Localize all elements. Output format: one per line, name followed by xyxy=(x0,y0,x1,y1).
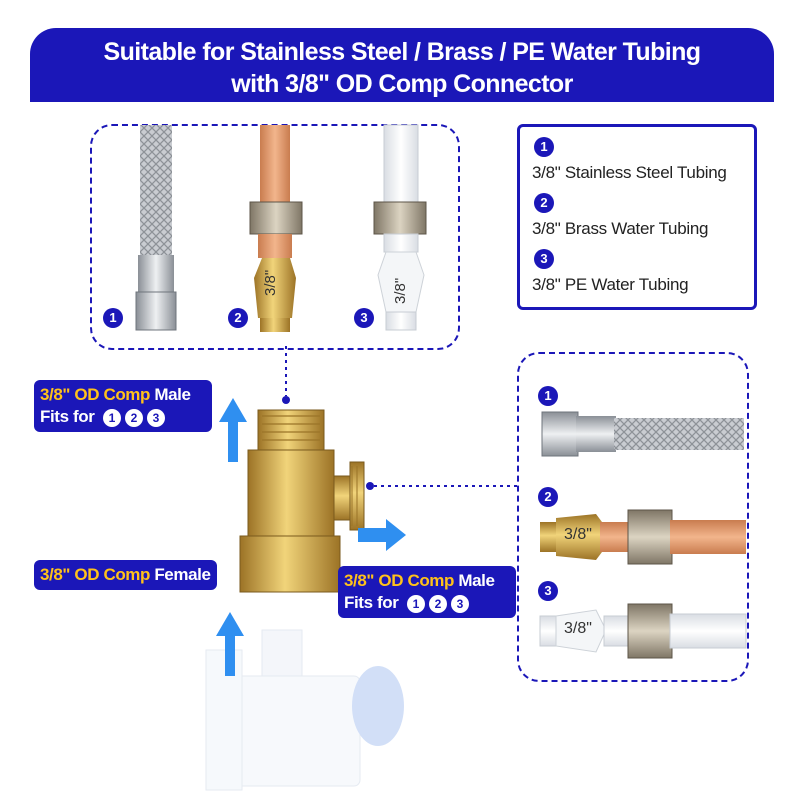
side-male-type: Male xyxy=(454,571,495,590)
right-arrow-icon xyxy=(358,519,406,551)
tube-marking-2: 3/8" xyxy=(262,269,279,296)
tube-number-badge-2: 2 xyxy=(538,487,558,507)
header-title-line2: with 3/8" OD Comp Connector xyxy=(231,70,573,98)
tube-number-badge-2: 2 xyxy=(228,308,248,328)
female-label: 3/8" OD Comp Female xyxy=(34,560,217,590)
stainless-steel-tube-horizontal xyxy=(541,411,744,457)
faded-shutoff-valve xyxy=(205,629,404,791)
header-banner: Suitable for Stainless Steel / Brass / P… xyxy=(30,28,774,102)
up-arrow-icon xyxy=(219,398,247,462)
pe-tube-horizontal xyxy=(539,603,747,659)
fits-badge-2: 2 xyxy=(124,408,143,427)
female-size: 3/8" OD Comp xyxy=(40,565,150,584)
legend-label-3: 3/8" PE Water Tubing xyxy=(532,275,689,294)
brass-tube-vertical xyxy=(249,125,303,332)
legend-label-2: 3/8" Brass Water Tubing xyxy=(532,219,709,238)
legend-number-1: 1 xyxy=(534,137,554,157)
tube-number-badge-3: 3 xyxy=(538,581,558,601)
fits-badge-3: 3 xyxy=(450,594,469,613)
top-male-type: Male xyxy=(150,385,191,404)
tube-marking-h3: 3/8" xyxy=(564,620,592,637)
pe-tube-vertical xyxy=(373,124,427,331)
right-tubing-panel xyxy=(517,352,749,682)
side-male-fits: Fits for xyxy=(344,593,399,612)
tube-marking-3: 3/8" xyxy=(392,277,409,304)
side-male-size: 3/8" OD Comp xyxy=(344,571,454,590)
top-male-size: 3/8" OD Comp xyxy=(40,385,150,404)
tubing-legend: 1 3/8" Stainless Steel Tubing 2 3/8" Bra… xyxy=(517,124,757,310)
tube-number-badge-1: 1 xyxy=(103,308,123,328)
stainless-steel-tube-vertical xyxy=(135,125,177,331)
header-title-line1: Suitable for Stainless Steel / Brass / P… xyxy=(103,38,702,66)
fits-badge-1: 1 xyxy=(406,594,425,613)
up-arrow-icon xyxy=(216,612,244,676)
tube-number-badge-3: 3 xyxy=(354,308,374,328)
fits-badge-3: 3 xyxy=(146,408,165,427)
top-male-fits: Fits for xyxy=(40,407,95,426)
legend-number-2: 2 xyxy=(534,193,554,213)
tube-number-badge-1: 1 xyxy=(538,386,558,406)
brass-tube-horizontal xyxy=(540,509,746,565)
tube-marking-h2: 3/8" xyxy=(564,526,592,543)
legend-number-3: 3 xyxy=(534,249,554,269)
brass-tee-connector xyxy=(239,409,365,593)
fits-badge-1: 1 xyxy=(102,408,121,427)
fits-badge-2: 2 xyxy=(428,594,447,613)
female-type: Female xyxy=(150,565,211,584)
legend-label-1: 3/8" Stainless Steel Tubing xyxy=(532,163,727,182)
